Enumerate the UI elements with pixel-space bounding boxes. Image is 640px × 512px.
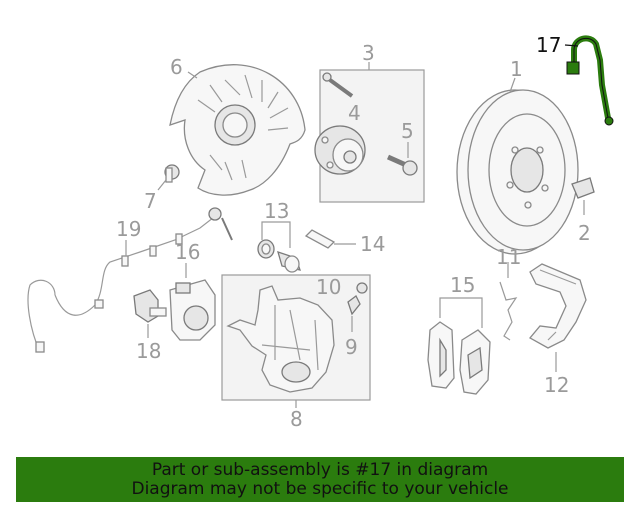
bolt-part-7 (164, 164, 180, 183)
leader-1 (509, 77, 516, 93)
pad-clip-part-11 (499, 281, 518, 341)
leader-17 (564, 44, 579, 47)
callout-16: 16 (175, 240, 200, 264)
dust-shield-part-6 (169, 64, 306, 196)
leader-13 (261, 221, 291, 248)
callout-1: 1 (510, 57, 523, 81)
banner-line-1: Part or sub-assembly is #17 in diagram (151, 460, 489, 480)
callout-11: 11 (496, 245, 521, 269)
leader-7 (157, 179, 167, 191)
leader-6 (187, 71, 198, 79)
callout-19: 19 (116, 217, 141, 241)
hub-bolt-part-4 (322, 72, 354, 98)
brake-caliper (226, 285, 335, 393)
part-info-banner: Part or sub-assembly is #17 in diagram D… (16, 457, 624, 502)
callout-2: 2 (578, 221, 591, 245)
brake-rotor-part-1 (456, 89, 579, 255)
brake-hose-part-17 (566, 35, 614, 126)
brake-parts-diagram: 6 7 3 4 5 1 2 (27, 33, 614, 431)
callout-3: 3 (362, 41, 375, 65)
callout-18: 18 (136, 339, 161, 363)
caliper-bracket-part-12 (528, 263, 587, 349)
speed-sensor-part-18 (133, 289, 167, 323)
guide-pin-part-14 (304, 229, 336, 249)
callout-8: 8 (290, 407, 303, 431)
leader-15 (439, 297, 483, 328)
callout-4: 4 (348, 101, 361, 125)
callout-5: 5 (401, 119, 414, 143)
wear-sensor-wire-part-19 (27, 207, 233, 353)
wheel-hub (314, 125, 366, 175)
screw-part-2 (571, 177, 595, 199)
hub-nut-part-5 (386, 154, 418, 176)
brake-pads-part-15 (427, 321, 491, 395)
guide-bushings-part-13 (257, 239, 301, 273)
callout-14: 14 (360, 232, 385, 256)
bleeder-screw-part-9 (347, 295, 361, 316)
bleeder-cap-part-10 (356, 282, 368, 294)
callout-17: 17 (536, 33, 561, 57)
callout-10: 10 (316, 275, 341, 299)
caliper-motor-part-16 (169, 279, 216, 341)
banner-line-2: Diagram may not be specific to your vehi… (131, 479, 509, 499)
callout-13: 13 (264, 199, 289, 223)
callout-7: 7 (144, 189, 157, 213)
callout-6: 6 (170, 55, 183, 79)
callout-9: 9 (345, 335, 358, 359)
callout-15: 15 (450, 273, 475, 297)
callout-12: 12 (544, 373, 569, 397)
